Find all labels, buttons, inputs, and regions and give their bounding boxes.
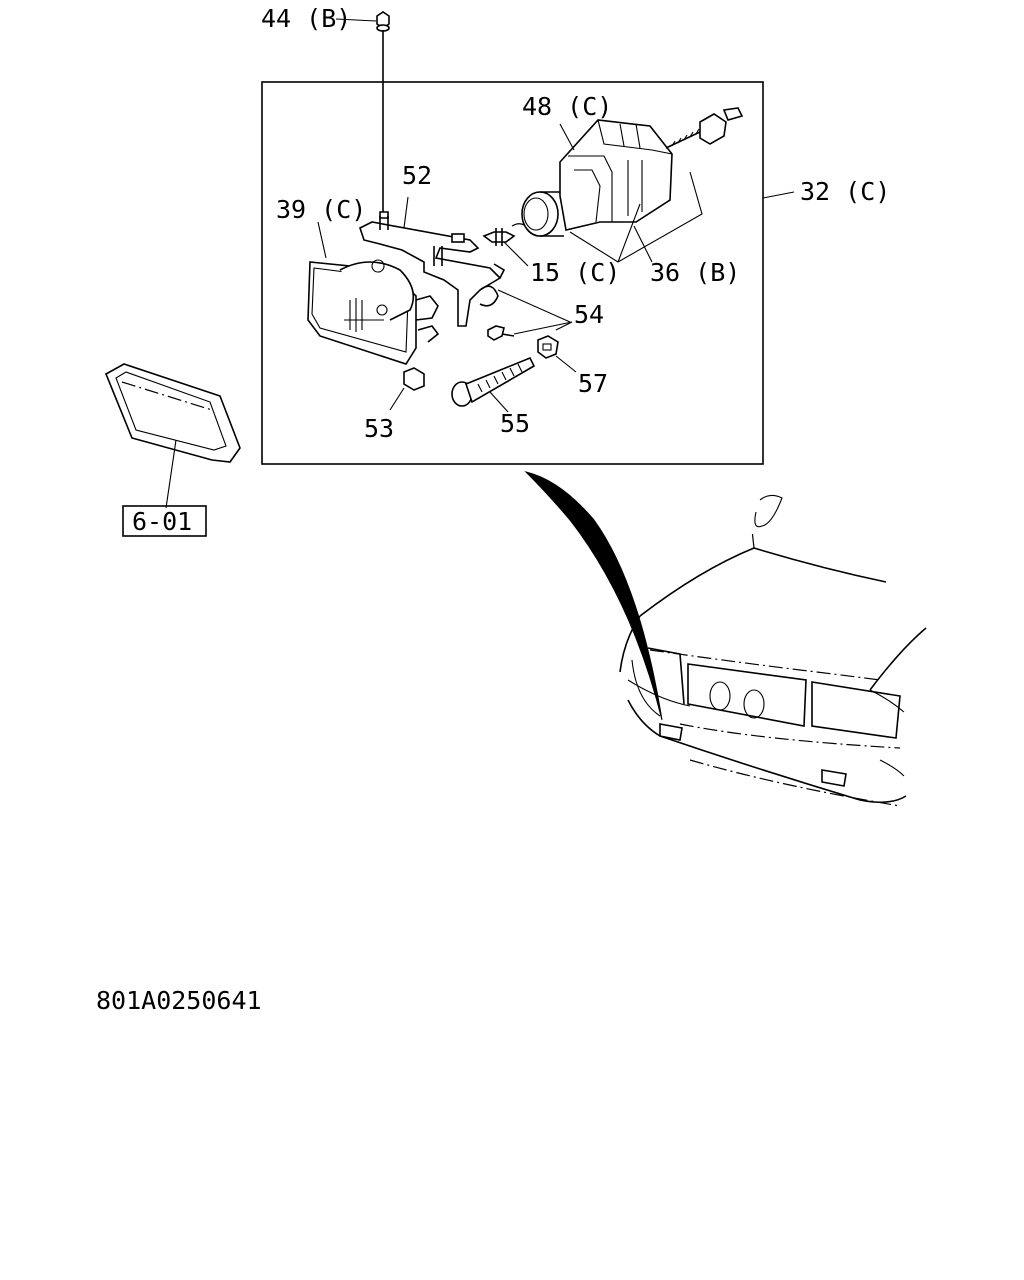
callout-57: 57 [578,369,608,398]
ref-label-6-01: 6-01 [132,507,192,536]
callout-48: 48 (C) [522,92,612,121]
callout-52: 52 [402,161,432,190]
leader-36-bracket [569,171,703,263]
document-id: 801A0250641 [96,986,262,1015]
part-55-long-screw [451,356,536,413]
part-39-fog-lamp [307,259,440,365]
callout-53: 53 [364,414,394,443]
callout-32: 32 (C) [800,177,890,206]
leader-44 [335,18,377,22]
callout-54: 54 [574,300,604,329]
part-48-housing [559,107,744,231]
part-bezel [104,363,241,509]
leader-48 [559,123,575,151]
pointer-wedge [524,471,663,721]
part-53-nut [389,367,425,411]
detail-frame [261,81,764,465]
part-15-bulb [482,223,531,267]
callout-44: 44 (B) [261,4,351,33]
vehicle-front-outline [619,494,927,807]
part-44-nut [376,11,390,212]
leader-32 [762,191,795,199]
part-socket-ring [521,191,564,237]
part-54-screw [487,321,573,341]
callout-36: 36 (B) [650,258,740,287]
callout-39: 39 (C) [276,195,366,224]
callout-55: 55 [500,409,530,438]
part-52-bracket [359,211,571,327]
ref-box-6-01 [122,505,207,537]
callout-15: 15 (C) [530,258,620,287]
leader-52 [403,196,409,229]
leader-39 [317,221,327,259]
part-57-clip [537,335,577,373]
